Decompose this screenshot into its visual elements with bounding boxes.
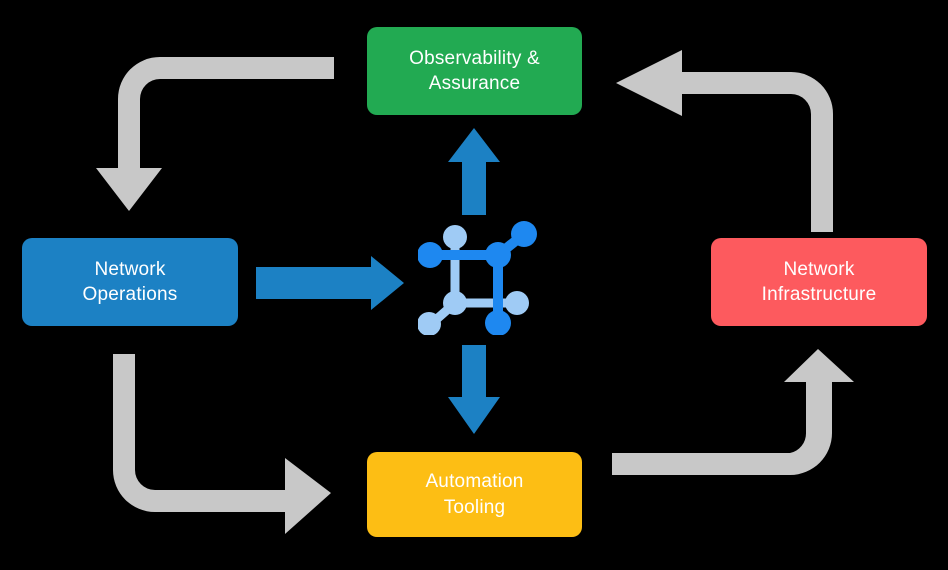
box-network-infrastructure[interactable]: Network Infrastructure [711,238,927,326]
box-observability-assurance[interactable]: Observability & Assurance [367,27,582,115]
box-network-operations[interactable]: Network Operations [22,238,238,326]
box-automation-tooling[interactable]: Automation Tooling [367,452,582,537]
blue-arrow-hub-to-automation [448,345,500,434]
gray-arrow-operations-to-automation [113,354,331,534]
gray-arrow-infrastructure-to-observability [616,50,833,232]
topology-nodes-primary [418,221,537,335]
blue-arrow-ops-to-hub [256,256,404,310]
blue-arrow-hub-to-observability [448,128,500,215]
network-topology-icon [418,221,537,335]
topology-nodes-secondary [418,225,529,335]
gray-arrow-automation-to-infrastructure [612,349,854,475]
gray-arrow-observability-to-operations [96,57,334,211]
